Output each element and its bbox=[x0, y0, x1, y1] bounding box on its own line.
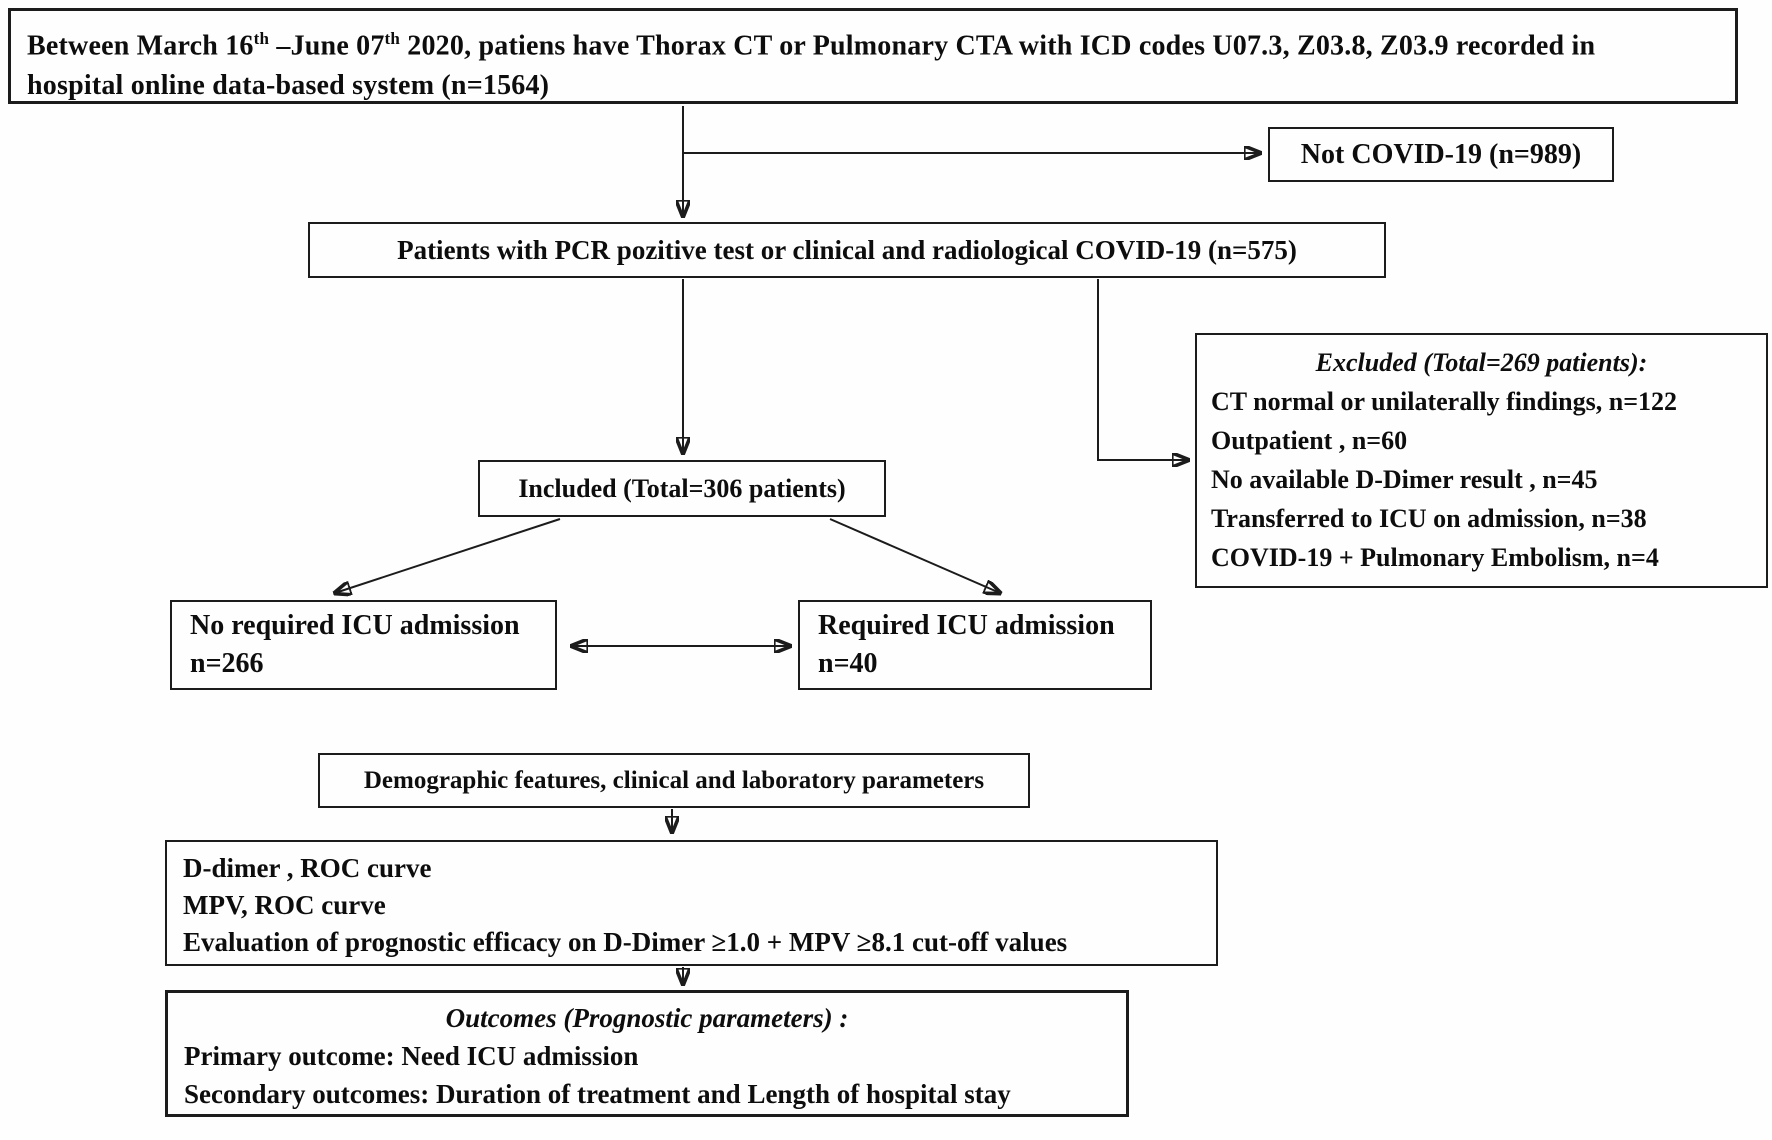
excluded-item: CT normal or unilaterally findings, n=12… bbox=[1211, 387, 1678, 416]
included-box: Included (Total=306 patients) bbox=[478, 460, 886, 517]
excluded-item: Transferred to ICU on admission, n=38 bbox=[1211, 504, 1647, 533]
included-label: Included (Total=306 patients) bbox=[518, 473, 846, 503]
icu-count: n=40 bbox=[818, 648, 878, 679]
excluded-box: Excluded (Total=269 patients): CT normal… bbox=[1195, 333, 1768, 588]
icu-line1: Required ICU admission bbox=[818, 610, 1115, 641]
outcomes-title: Outcomes (Prognostic parameters) : bbox=[445, 1003, 849, 1033]
analysis-box: D-dimer , ROC curve MPV, ROC curve Evalu… bbox=[165, 840, 1218, 966]
excluded-item: COVID-19 + Pulmonary Embolism, n=4 bbox=[1211, 543, 1659, 572]
source-population-line2: hospital online data-based system (n=156… bbox=[27, 70, 550, 102]
outcomes-line: Primary outcome: Need ICU admission bbox=[184, 1041, 639, 1071]
no-icu-admission-box: No required ICU admission n=266 bbox=[170, 600, 557, 690]
ordinal-superscript: th bbox=[253, 29, 270, 48]
connector-pcr-to-excluded bbox=[1097, 279, 1188, 460]
excluded-item: No available D-Dimer result , n=45 bbox=[1211, 465, 1598, 494]
analysis-line: MPV, ROC curve bbox=[183, 890, 386, 920]
no-icu-count: n=266 bbox=[190, 648, 264, 679]
demographics-box: Demographic features, clinical and labor… bbox=[318, 753, 1030, 808]
arrow-included-to-icu bbox=[829, 518, 1000, 593]
source-population-line1: Between March 16th –June 07th 2020, pati… bbox=[27, 19, 1719, 66]
no-icu-line1: No required ICU admission bbox=[190, 610, 520, 641]
pcr-positive-label: Patients with PCR pozitive test or clini… bbox=[397, 234, 1297, 265]
outcomes-line: Secondary outcomes: Duration of treatmen… bbox=[184, 1079, 1011, 1109]
source-text-segment: 2020, patiens have Thorax CT or Pulmonar… bbox=[400, 30, 1596, 62]
icu-admission-box: Required ICU admission n=40 bbox=[798, 600, 1152, 690]
excluded-title: Excluded (Total=269 patients): bbox=[1315, 348, 1648, 377]
outcomes-box: Outcomes (Prognostic parameters) : Prima… bbox=[165, 990, 1129, 1117]
source-text-segment: –June 07 bbox=[269, 30, 385, 62]
not-covid-box: Not COVID-19 (n=989) bbox=[1268, 127, 1614, 182]
source-text-segment: Between March 16 bbox=[27, 30, 254, 62]
not-covid-label: Not COVID-19 (n=989) bbox=[1300, 138, 1582, 170]
source-population-box: Between March 16th –June 07th 2020, pati… bbox=[8, 8, 1738, 104]
analysis-line: D-dimer , ROC curve bbox=[183, 853, 432, 883]
arrow-included-to-no-icu bbox=[335, 518, 561, 593]
excluded-item: Outpatient , n=60 bbox=[1211, 426, 1408, 455]
ordinal-superscript: th bbox=[384, 29, 401, 48]
demographics-label: Demographic features, clinical and labor… bbox=[363, 766, 985, 794]
pcr-positive-box: Patients with PCR pozitive test or clini… bbox=[308, 222, 1386, 278]
analysis-line: Evaluation of prognostic efficacy on D-D… bbox=[183, 927, 1068, 957]
